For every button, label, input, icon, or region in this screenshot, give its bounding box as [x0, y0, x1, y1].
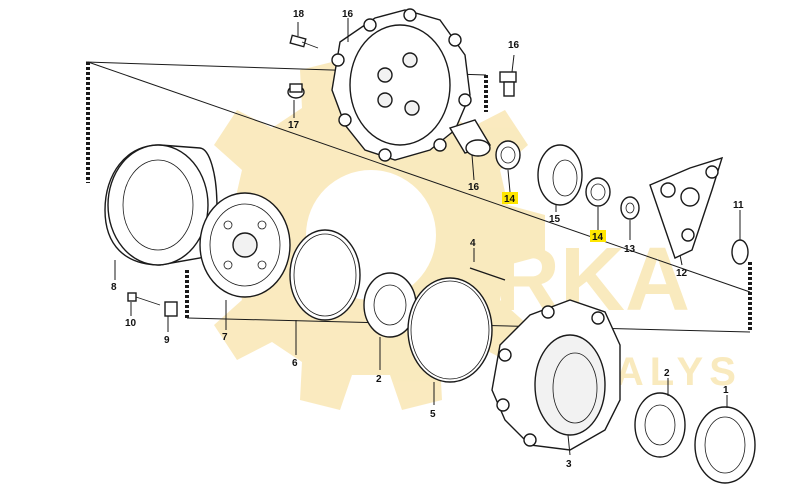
label-11: 11 [733, 200, 744, 211]
label-2-left: 2 [376, 374, 382, 385]
part-4-stud [469, 248, 506, 281]
label-7: 7 [222, 332, 228, 343]
part-9-bolt [164, 301, 178, 332]
label-6: 6 [292, 358, 298, 369]
label-18: 18 [293, 9, 305, 20]
part-11-circlip [731, 210, 749, 265]
label-15: 15 [549, 214, 561, 225]
part-12-plate [649, 156, 724, 266]
part-6-snap-ring [289, 229, 361, 355]
part-8-ring-gear [104, 144, 218, 280]
part-15-pinion-gear [537, 144, 583, 212]
highlight-14b [590, 230, 606, 242]
label-9: 9 [164, 335, 170, 346]
label-16-plug: 16 [508, 40, 520, 51]
label-14b: 14 [592, 232, 604, 243]
label-16-sleeve: 16 [468, 182, 480, 193]
label-17: 17 [288, 120, 300, 131]
label-4: 4 [470, 238, 476, 249]
label-2-right: 2 [664, 368, 670, 379]
highlight-14a [502, 192, 518, 204]
part-18-bolt [289, 22, 319, 49]
part-2-bearing-right [634, 378, 686, 458]
part-14-needle-bearing-b [585, 177, 611, 230]
label-10: 10 [125, 318, 137, 329]
part-10-bolt [127, 292, 161, 316]
label-13: 13 [624, 244, 636, 255]
part-5-o-ring [407, 277, 493, 405]
part-1-seal [694, 395, 756, 484]
part-16-hub-housing [331, 8, 472, 162]
label-16-top: 16 [342, 9, 354, 20]
label-12: 12 [676, 268, 688, 279]
label-8: 8 [111, 282, 117, 293]
part-16-plug [499, 54, 517, 97]
part-7-gear-wheel [199, 192, 291, 330]
label-14a: 14 [504, 194, 516, 205]
label-5: 5 [430, 409, 436, 420]
part-13-washer [620, 196, 640, 240]
label-1: 1 [723, 385, 729, 396]
label-3: 3 [566, 459, 572, 470]
part-14-needle-bearing-a [495, 140, 521, 193]
part-17-plug [287, 83, 305, 118]
part-16-sleeve [448, 119, 492, 181]
part-3-hub-carrier [491, 299, 621, 456]
